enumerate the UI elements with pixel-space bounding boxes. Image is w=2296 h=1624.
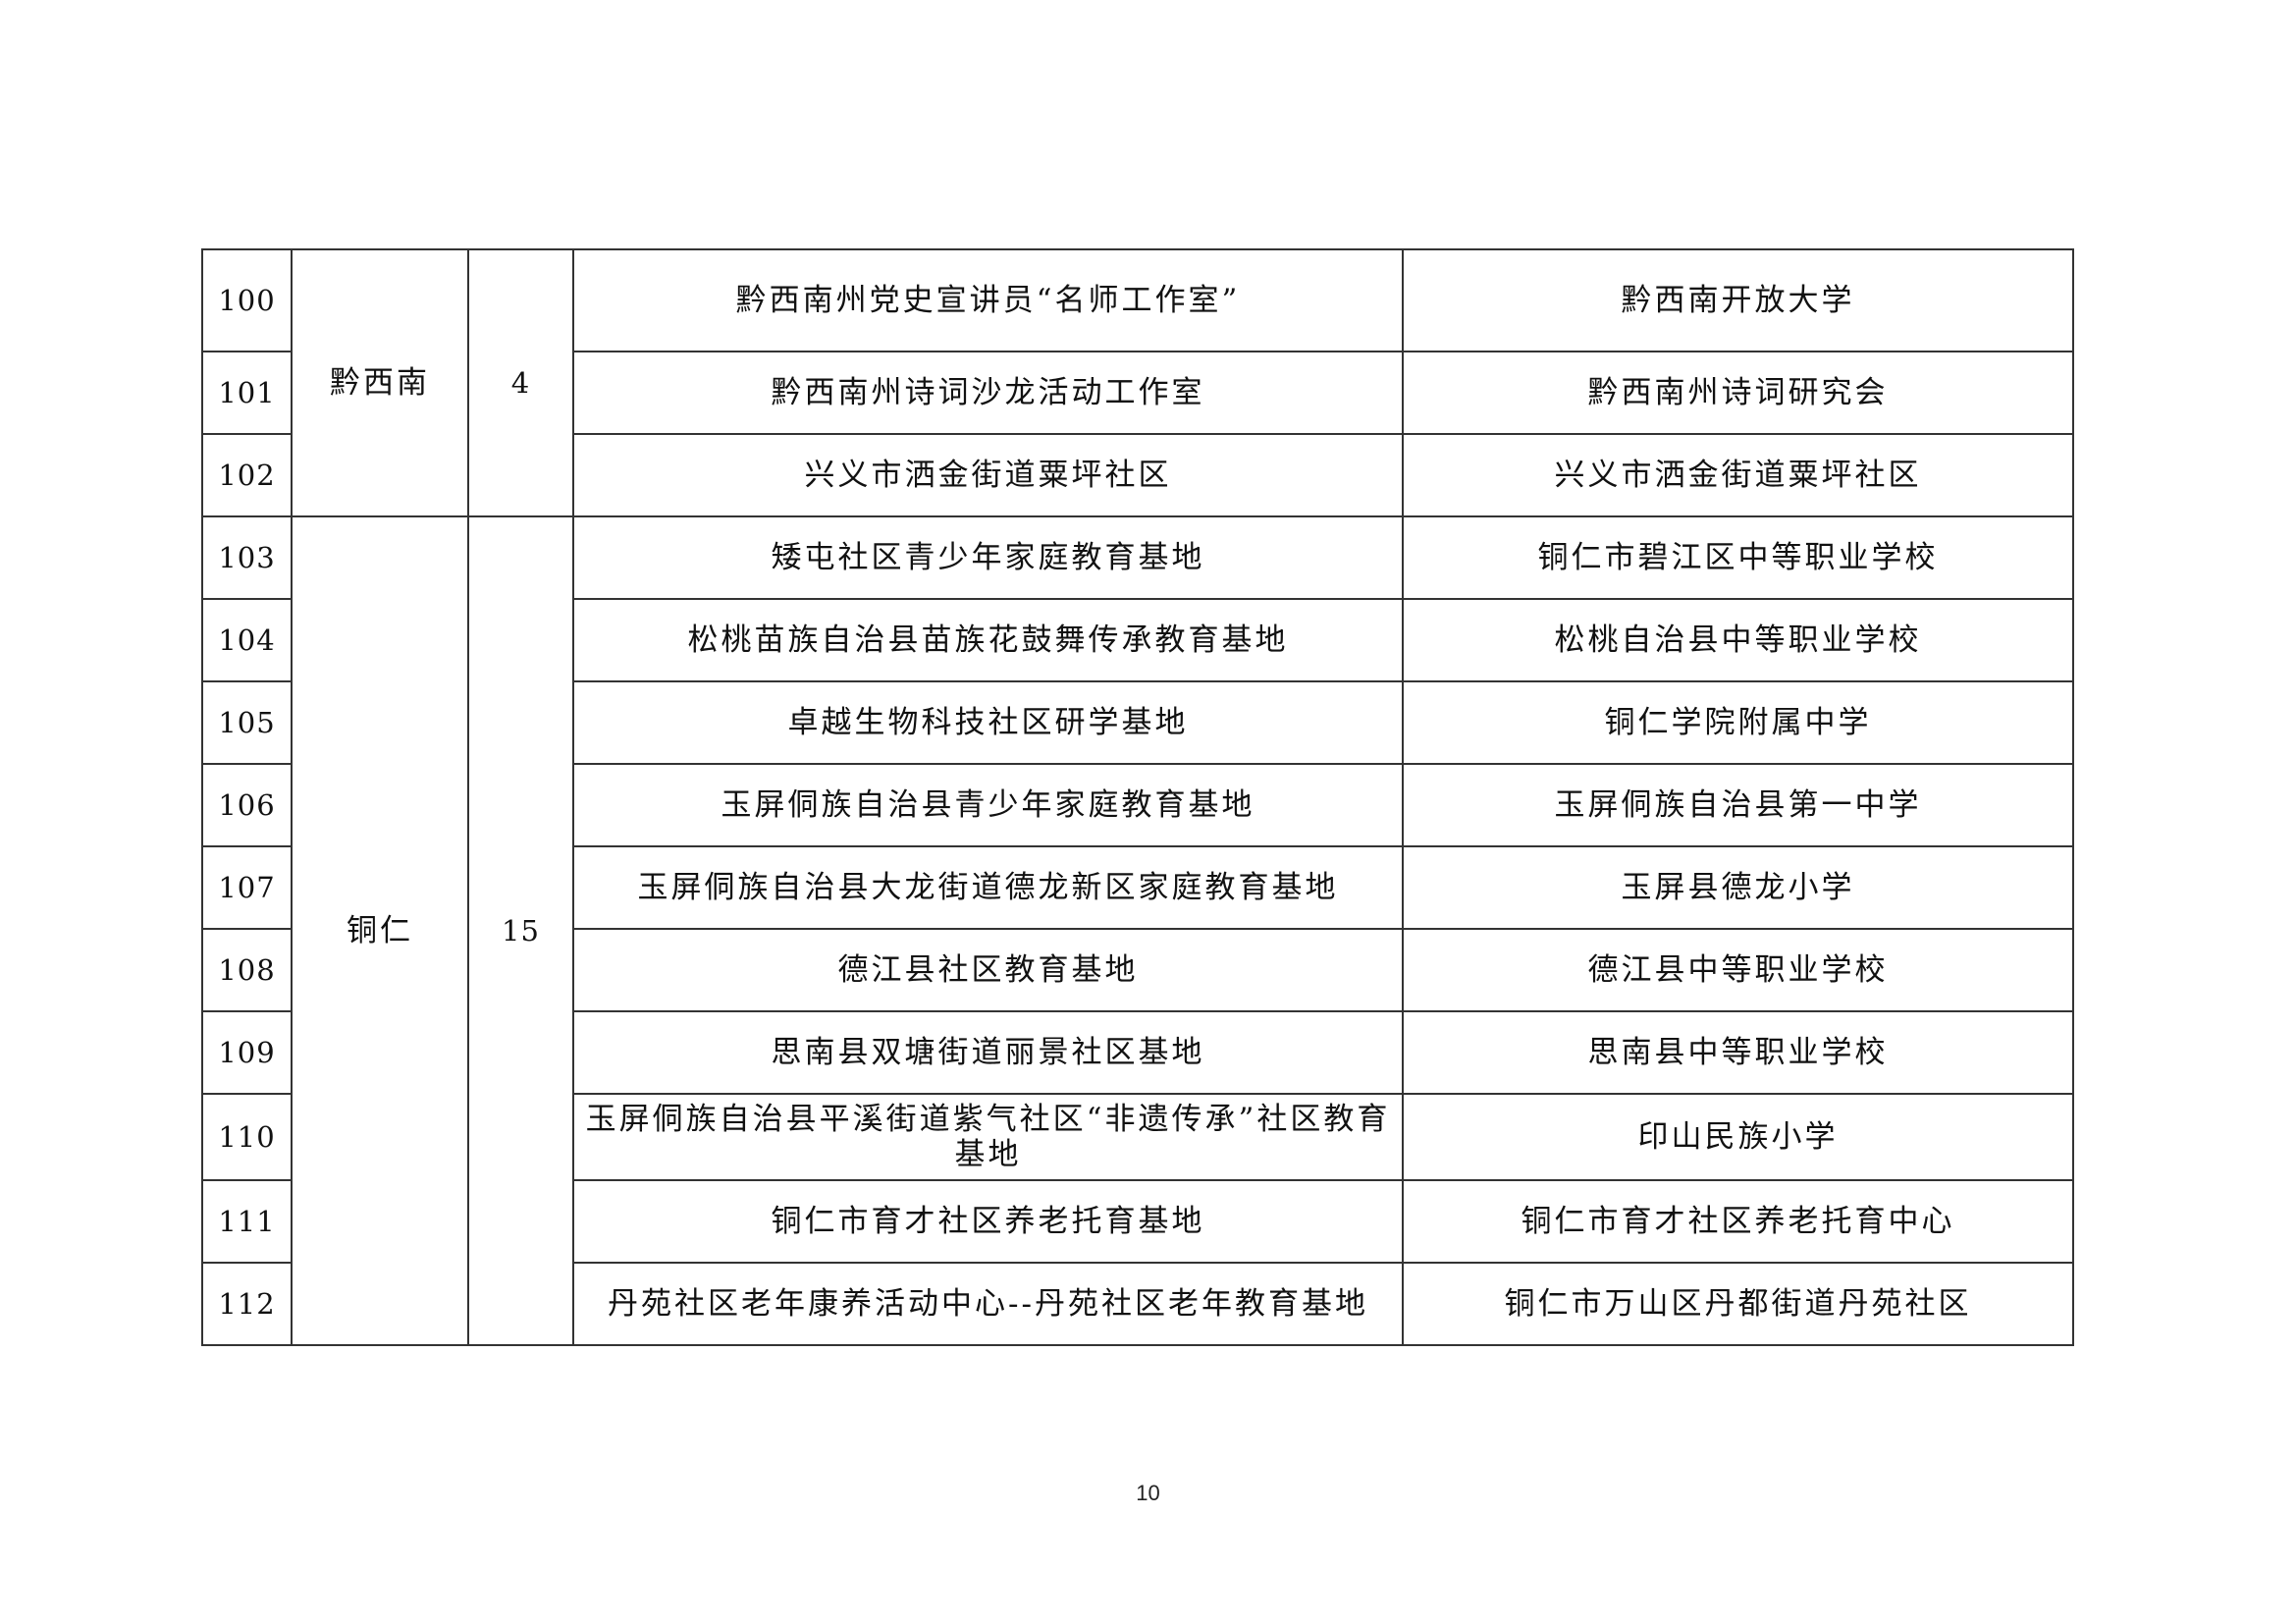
host-unit-cell: 松桃自治县中等职业学校 [1402,598,2074,682]
host-unit-cell: 印山民族小学 [1402,1093,2074,1181]
host-unit-cell: 铜仁市育才社区养老托育中心 [1402,1179,2074,1264]
row-number: 106 [201,763,293,847]
host-unit-cell: 德江县中等职业学校 [1402,928,2074,1012]
host-unit-cell: 玉屏县德龙小学 [1402,845,2074,930]
base-list-table: 100 黔西南 4 黔西南州党史宣讲员“名师工作室” 黔西南开放大学 101 黔… [201,248,2074,1346]
row-number: 111 [201,1179,293,1264]
row-number: 102 [201,433,293,517]
row-number: 100 [201,248,293,352]
table-row: 105 卓越生物科技社区研学基地 铜仁学院附属中学 [201,680,2074,765]
table-row: 109 思南县双塘街道丽景社区基地 思南县中等职业学校 [201,1010,2074,1095]
base-name-cell: 黔西南州诗词沙龙活动工作室 [572,351,1404,435]
table-row: 112 丹苑社区老年康养活动中心--丹苑社区老年教育基地 铜仁市万山区丹都街道丹… [201,1262,2074,1346]
table-row: 101 黔西南州诗词沙龙活动工作室 黔西南州诗词研究会 [201,351,2074,435]
row-number: 101 [201,351,293,435]
page-number: 10 [1136,1481,1160,1505]
base-name-cell: 玉屏侗族自治县大龙街道德龙新区家庭教育基地 [572,845,1404,930]
region-count-cell: 15 [467,515,574,1346]
host-unit-cell: 黔西南州诗词研究会 [1402,351,2074,435]
host-unit-cell: 兴义市洒金街道粟坪社区 [1402,433,2074,517]
base-name-cell: 丹苑社区老年康养活动中心--丹苑社区老年教育基地 [572,1262,1404,1346]
table-row: 106 玉屏侗族自治县青少年家庭教育基地 玉屏侗族自治县第一中学 [201,763,2074,847]
base-name-cell: 黔西南州党史宣讲员“名师工作室” [572,248,1404,352]
row-number: 104 [201,598,293,682]
region-cell: 铜仁 [291,515,469,1346]
row-number: 109 [201,1010,293,1095]
base-name-cell: 兴义市洒金街道粟坪社区 [572,433,1404,517]
table-row: 111 铜仁市育才社区养老托育基地 铜仁市育才社区养老托育中心 [201,1179,2074,1264]
host-unit-cell: 铜仁市碧江区中等职业学校 [1402,515,2074,600]
row-number: 112 [201,1262,293,1346]
row-number: 110 [201,1093,293,1181]
region-count-cell: 4 [467,248,574,517]
table-row: 102 兴义市洒金街道粟坪社区 兴义市洒金街道粟坪社区 [201,433,2074,517]
base-name-cell: 玉屏侗族自治县平溪街道紫气社区“非遗传承”社区教育基地 [572,1093,1404,1181]
row-number: 103 [201,515,293,600]
base-name-cell: 卓越生物科技社区研学基地 [572,680,1404,765]
table-row: 107 玉屏侗族自治县大龙街道德龙新区家庭教育基地 玉屏县德龙小学 [201,845,2074,930]
host-unit-cell: 铜仁市万山区丹都街道丹苑社区 [1402,1262,2074,1346]
host-unit-cell: 玉屏侗族自治县第一中学 [1402,763,2074,847]
table-row: 100 黔西南 4 黔西南州党史宣讲员“名师工作室” 黔西南开放大学 [201,248,2074,517]
base-name-cell: 铜仁市育才社区养老托育基地 [572,1179,1404,1264]
host-unit-cell: 思南县中等职业学校 [1402,1010,2074,1095]
host-unit-cell: 铜仁学院附属中学 [1402,680,2074,765]
base-name-cell: 德江县社区教育基地 [572,928,1404,1012]
base-name-cell: 矮屯社区青少年家庭教育基地 [572,515,1404,600]
region-cell: 黔西南 [291,248,469,517]
base-name-cell: 玉屏侗族自治县青少年家庭教育基地 [572,763,1404,847]
table-row: 110 玉屏侗族自治县平溪街道紫气社区“非遗传承”社区教育基地 印山民族小学 [201,1093,2074,1181]
row-number: 107 [201,845,293,930]
base-name-cell: 思南县双塘街道丽景社区基地 [572,1010,1404,1095]
row-number: 108 [201,928,293,1012]
table-row: 104 松桃苗族自治县苗族花鼓舞传承教育基地 松桃自治县中等职业学校 [201,598,2074,682]
host-unit-cell: 黔西南开放大学 [1402,248,2074,352]
base-name-cell: 松桃苗族自治县苗族花鼓舞传承教育基地 [572,598,1404,682]
table-row: 103 铜仁 15 矮屯社区青少年家庭教育基地 铜仁市碧江区中等职业学校 [201,515,2074,1346]
table-row: 108 德江县社区教育基地 德江县中等职业学校 [201,928,2074,1012]
row-number: 105 [201,680,293,765]
